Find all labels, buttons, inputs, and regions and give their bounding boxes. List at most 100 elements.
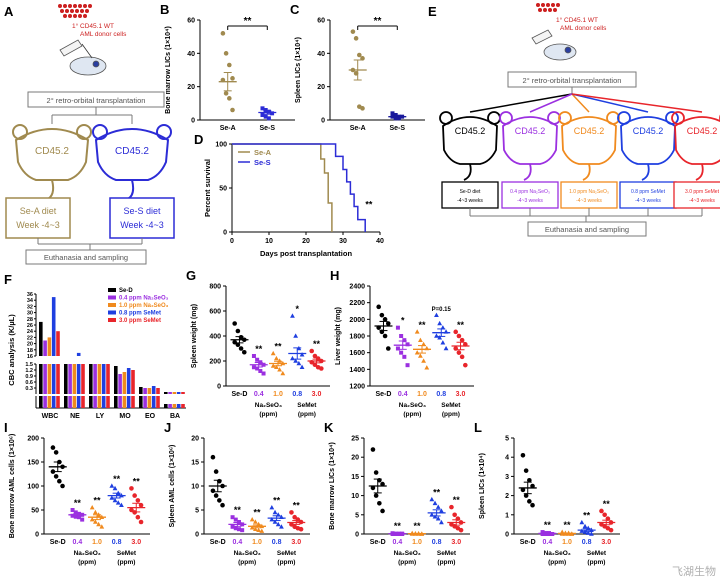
diet-box-se-a [5,197,71,239]
y-tick-label: 20 [187,84,195,91]
bar [172,404,177,408]
y-axis-label: Percent survival [203,159,212,217]
legend-swatch [108,318,116,322]
data-point [232,339,237,345]
data-point [293,358,299,363]
legend-swatch [108,295,116,300]
data-point [402,354,407,359]
data-point [582,523,588,529]
y-tick-label: 1200 [349,384,365,391]
bar [76,364,81,394]
data-point [298,526,304,532]
significance-label: ** [583,510,591,520]
y-tick-label: 34 [27,298,34,304]
group-label: SeMet [437,550,457,557]
y-tick-label: 1400 [349,367,365,374]
bar [47,396,52,408]
data-point [274,364,279,370]
mouse-body [674,116,720,165]
data-point [435,516,441,521]
data-point [319,366,324,371]
group-unit-label: (ppm) [78,559,96,566]
significance-label: ** [433,487,441,497]
data-point [227,62,232,68]
data-point [96,521,101,527]
data-point [399,334,404,338]
panel-letter: E [428,4,437,19]
data-point [520,487,526,493]
data-point [527,477,532,483]
y-tick-label: 2400 [349,284,365,291]
y-tick-label: 3 [505,474,509,481]
bar [101,396,106,408]
y-tick-label: 60 [187,18,195,25]
data-point [585,530,591,535]
diet-box [673,181,720,209]
group-unit-label: (ppm) [277,559,295,566]
legend-label: Se-S [254,158,271,167]
data-point [418,353,423,358]
mouse-icon [617,111,679,181]
y-tick-label: 1800 [349,334,365,341]
x-tick-label: Se-D [376,391,392,398]
y-tick-label: 0 [191,118,195,125]
bar [176,404,181,408]
data-point [251,354,256,358]
y-tick-label: 200 [209,359,221,366]
x-tick-label: Se-D [232,391,248,398]
data-point [280,370,286,376]
data-point [255,366,260,371]
data-point [456,350,462,355]
euthanasia-label: Euthanasia and sampling [44,253,128,262]
bar [93,396,97,408]
y-axis-label: Spleen weight (mg) [191,304,198,368]
mouse-icon [439,111,501,181]
data-point [258,369,263,373]
data-point [253,519,258,524]
legend-swatch [108,288,116,292]
data-point [312,353,318,359]
data-point [279,524,284,529]
data-point [292,514,297,520]
data-point [99,524,105,529]
mouse-tail [582,163,591,181]
data-point [385,346,391,351]
x-tick-label: MO [119,413,131,420]
y-tick-label: 1600 [349,350,365,357]
data-point [227,96,232,101]
mouse-tail [523,163,532,181]
data-point [434,312,439,317]
data-point [370,447,376,452]
data-point [439,508,444,513]
legend-label: 3.0 ppm SeMet [119,318,161,324]
y-tick-label: 0.9 [25,374,33,380]
mouse-tail [641,163,650,181]
x-tick-label: 1.0 [417,391,427,398]
bar [164,404,168,408]
data-point [272,509,278,515]
panel-letter: K [324,420,334,435]
data-point [233,526,238,531]
x-tick-label: 0.4 [543,539,553,546]
group-label: Na₂SeO₃ [255,402,282,409]
x-tick-label: 0 [230,238,234,245]
x-tick-label: LY [96,413,105,420]
x-tick-label: 0.8 [436,391,446,398]
data-point [527,499,532,504]
x-tick-label: 0.8 [582,539,592,546]
data-point [414,350,420,355]
data-point [60,483,65,489]
x-tick-label: 1.0 [412,539,422,546]
mouse-label: CD45.2 [687,126,718,136]
diet-weeks: -4~3 weeks [457,198,483,204]
bar [56,396,60,408]
bar [72,364,77,394]
bar [126,396,131,408]
y-tick-label: 20 [191,436,199,443]
y-axis-label: Spleen AML cells (1×10⁶) [169,445,176,528]
data-point [223,51,229,56]
data-point [249,525,255,530]
panel-a: A 1° CD45.1 WT AML donor cells 2° retro-… [4,4,175,265]
